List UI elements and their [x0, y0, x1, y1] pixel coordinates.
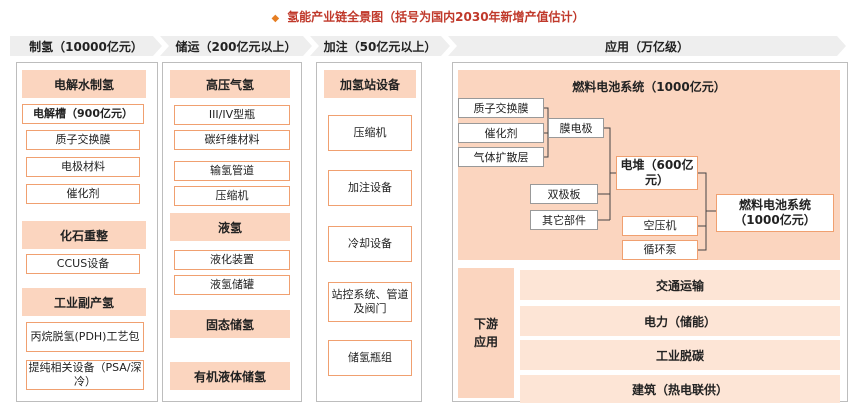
app-building: 建筑（热电联供） [520, 375, 840, 403]
item-dispenser: 加注设备 [328, 170, 412, 206]
box-fc-system: 燃料电池系统（1000亿元） [716, 194, 834, 232]
category-liquid: 液氢 [170, 213, 290, 241]
box-bipolar: 双极板 [530, 184, 598, 204]
item-cooling: 冷却设备 [328, 226, 412, 262]
category-solid: 固态储氢 [170, 310, 290, 338]
item-bottle-group: 储氢瓶组 [328, 340, 412, 376]
app-power: 电力（储能） [520, 306, 840, 336]
page-title: ◆氢能产业链全景图（括号为国内2030年新增产值估计） [271, 10, 585, 24]
item-liquefaction: 液化装置 [174, 250, 290, 270]
category-electrolysis: 电解水制氢 [22, 70, 146, 98]
box-gdl: 气体扩散层 [458, 147, 544, 167]
box-pem: 质子交换膜 [458, 98, 544, 118]
item-tank: III/IV型瓶 [174, 105, 290, 125]
box-stack: 电堆（600亿元） [616, 156, 698, 190]
item-pdh: 丙烷脱氢(PDH)工艺包 [26, 322, 144, 352]
box-catalyst: 催化剂 [458, 123, 544, 143]
downstream-label: 下游应用 [458, 268, 514, 398]
app-industry: 工业脱碳 [520, 340, 840, 370]
header-application: 应用（万亿级） [448, 36, 846, 56]
item-pipeline: 输氢管道 [174, 161, 290, 181]
box-air-compressor: 空压机 [622, 216, 698, 236]
category-high-pressure: 高压气氢 [170, 70, 290, 98]
header-production: 制氢（10000亿元） [10, 36, 162, 56]
item-liquid-tank: 液氢储罐 [174, 275, 290, 295]
box-mea: 膜电极 [548, 118, 604, 138]
box-others: 其它部件 [530, 210, 598, 230]
app-transport: 交通运输 [520, 270, 840, 300]
item-purification: 提纯相关设备（PSA/深冷） [26, 360, 144, 390]
category-organic: 有机液体储氢 [170, 362, 290, 390]
item-catalyst: 催化剂 [26, 184, 140, 204]
item-compressor: 压缩机 [174, 186, 290, 206]
category-fossil: 化石重整 [22, 221, 146, 249]
category-station: 加氢站设备 [324, 70, 416, 98]
item-electrolyzer: 电解槽（900亿元） [22, 104, 144, 124]
item-control: 站控系统、管道及阀门 [328, 282, 412, 322]
fc-system-header: 燃料电池系统（1000亿元） [572, 80, 726, 94]
header-storage: 储运（200亿元以上） [160, 36, 312, 56]
box-pump: 循环泵 [622, 240, 698, 260]
item-ccus: CCUS设备 [26, 254, 140, 274]
item-station-compressor: 压缩机 [328, 115, 412, 151]
diamond-icon: ◆ [271, 13, 280, 24]
item-carbon-fiber: 碳纤维材料 [174, 130, 290, 150]
header-refueling: 加注（50亿元以上） [310, 36, 450, 56]
item-electrode: 电极材料 [26, 157, 140, 177]
category-byproduct: 工业副产氢 [22, 288, 146, 316]
item-pem: 质子交换膜 [26, 130, 140, 150]
